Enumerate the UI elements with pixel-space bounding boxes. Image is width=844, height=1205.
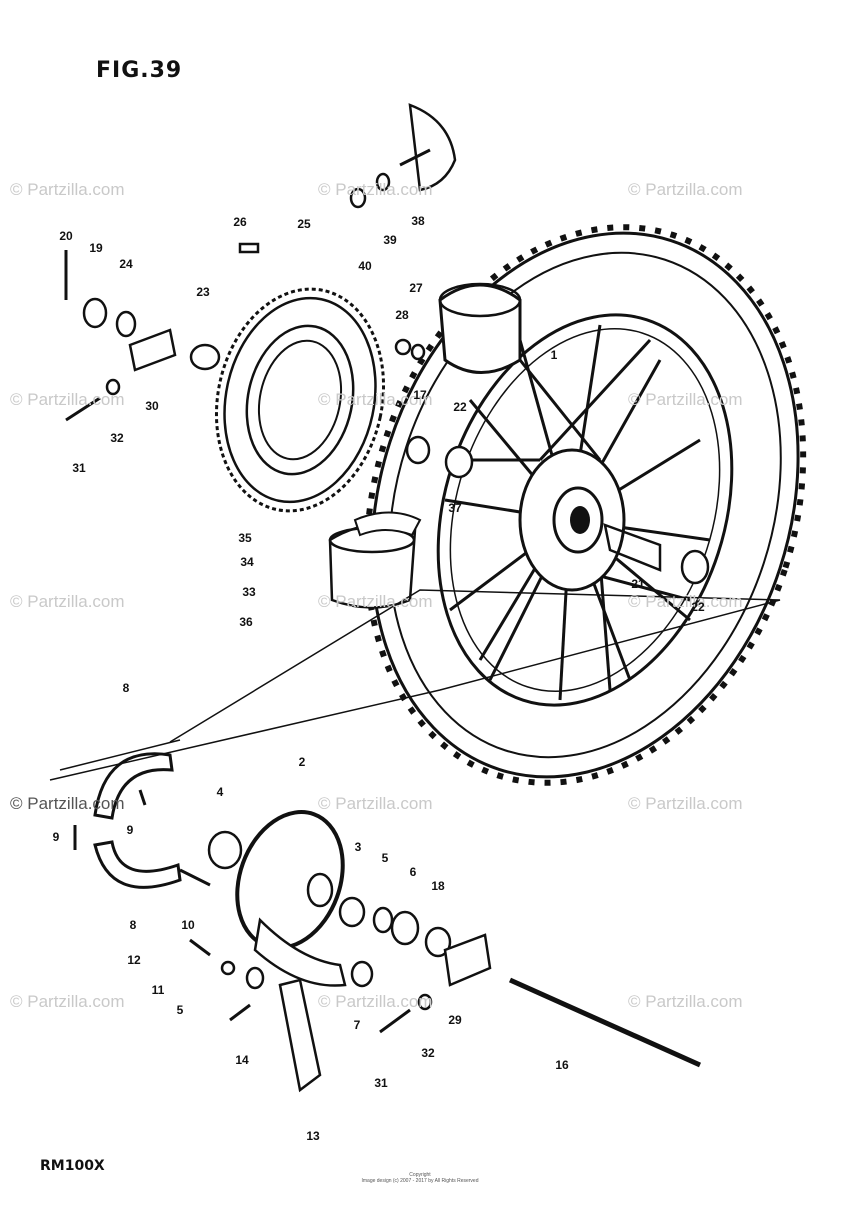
watermark: © Partzilla.com <box>10 794 125 813</box>
callout-40: 40 <box>358 259 372 273</box>
callout-9: 9 <box>126 823 134 837</box>
callout-33: 33 <box>242 585 256 599</box>
copyright-notice: Copyright Image design (c) 2007 - 2017 b… <box>340 1172 500 1184</box>
callout-18: 18 <box>431 879 445 893</box>
watermark: © Partzilla.com <box>318 992 433 1011</box>
callout-21: 21 <box>631 577 645 591</box>
callout-25: 25 <box>297 217 311 231</box>
rear-sprocket <box>214 287 386 513</box>
bolts <box>64 250 702 1068</box>
callout-4: 4 <box>216 785 224 799</box>
callout-29: 29 <box>448 1013 462 1027</box>
watermark: © Partzilla.com <box>318 794 433 813</box>
callout-22: 22 <box>691 600 705 614</box>
watermark: © Partzilla.com <box>318 390 433 409</box>
callout-5: 5 <box>381 851 389 865</box>
watermark: © Partzilla.com <box>318 592 433 611</box>
callout-23: 23 <box>196 285 210 299</box>
callout-34: 34 <box>240 555 254 569</box>
callout-22: 22 <box>453 400 467 414</box>
callout-26: 26 <box>233 215 247 229</box>
callout-31: 31 <box>374 1076 388 1090</box>
callout-11: 11 <box>151 983 165 997</box>
callout-27: 27 <box>409 281 423 295</box>
callout-8: 8 <box>122 681 130 695</box>
callout-32: 32 <box>110 431 124 445</box>
callout-39: 39 <box>383 233 397 247</box>
figure-title: FIG.39 <box>96 58 183 83</box>
chain-adjusters <box>128 328 492 987</box>
callout-38: 38 <box>411 214 425 228</box>
callout-24: 24 <box>119 257 133 271</box>
rim-band-and-tube <box>328 511 422 609</box>
callout-7: 7 <box>353 1018 361 1032</box>
callout-1: 1 <box>550 348 558 362</box>
watermark: © Partzilla.com <box>318 180 433 199</box>
callout-5: 5 <box>176 1003 184 1017</box>
watermark: © Partzilla.com <box>628 180 743 199</box>
callout-28: 28 <box>395 308 409 322</box>
callout-20: 20 <box>59 229 73 243</box>
brake-shoes <box>93 752 182 889</box>
watermark: © Partzilla.com <box>10 180 125 199</box>
callout-16: 16 <box>555 1058 569 1072</box>
brake-panel <box>235 810 347 987</box>
rear-tire <box>363 224 807 786</box>
wheel-hub <box>518 448 662 592</box>
small-hardware <box>82 172 710 1011</box>
callout-35: 35 <box>238 531 252 545</box>
callout-30: 30 <box>145 399 159 413</box>
watermark: © Partzilla.com <box>10 390 125 409</box>
copyright-line-1: Copyright <box>409 1172 431 1178</box>
callout-37: 37 <box>448 501 462 515</box>
callout-9: 9 <box>52 830 60 844</box>
callout-13: 13 <box>306 1129 320 1143</box>
callout-12: 12 <box>127 953 141 967</box>
inner-tube-section <box>438 282 522 374</box>
guide-lines <box>49 589 781 781</box>
model-code: RM100X <box>40 1158 105 1174</box>
watermark: © Partzilla.com <box>628 992 743 1011</box>
watermark: © Partzilla.com <box>628 592 743 611</box>
watermark: © Partzilla.com <box>628 794 743 813</box>
watermark: © Partzilla.com <box>10 992 125 1011</box>
watermark: © Partzilla.com <box>628 390 743 409</box>
callout-10: 10 <box>181 918 195 932</box>
callout-2: 2 <box>298 755 306 769</box>
callout-6: 6 <box>409 865 417 879</box>
rim-lock <box>399 103 457 192</box>
callout-8: 8 <box>129 918 137 932</box>
callout-19: 19 <box>89 241 103 255</box>
torque-link <box>278 978 322 1093</box>
callout-31: 31 <box>72 461 86 475</box>
callout-32: 32 <box>421 1046 435 1060</box>
callout-36: 36 <box>239 615 253 629</box>
callout-3: 3 <box>354 840 362 854</box>
copyright-line-2: Image design (c) 2007 - 2017 by All Righ… <box>361 1178 479 1184</box>
callout-14: 14 <box>235 1053 249 1067</box>
watermark: © Partzilla.com <box>10 592 125 611</box>
callout-17: 17 <box>413 388 427 402</box>
